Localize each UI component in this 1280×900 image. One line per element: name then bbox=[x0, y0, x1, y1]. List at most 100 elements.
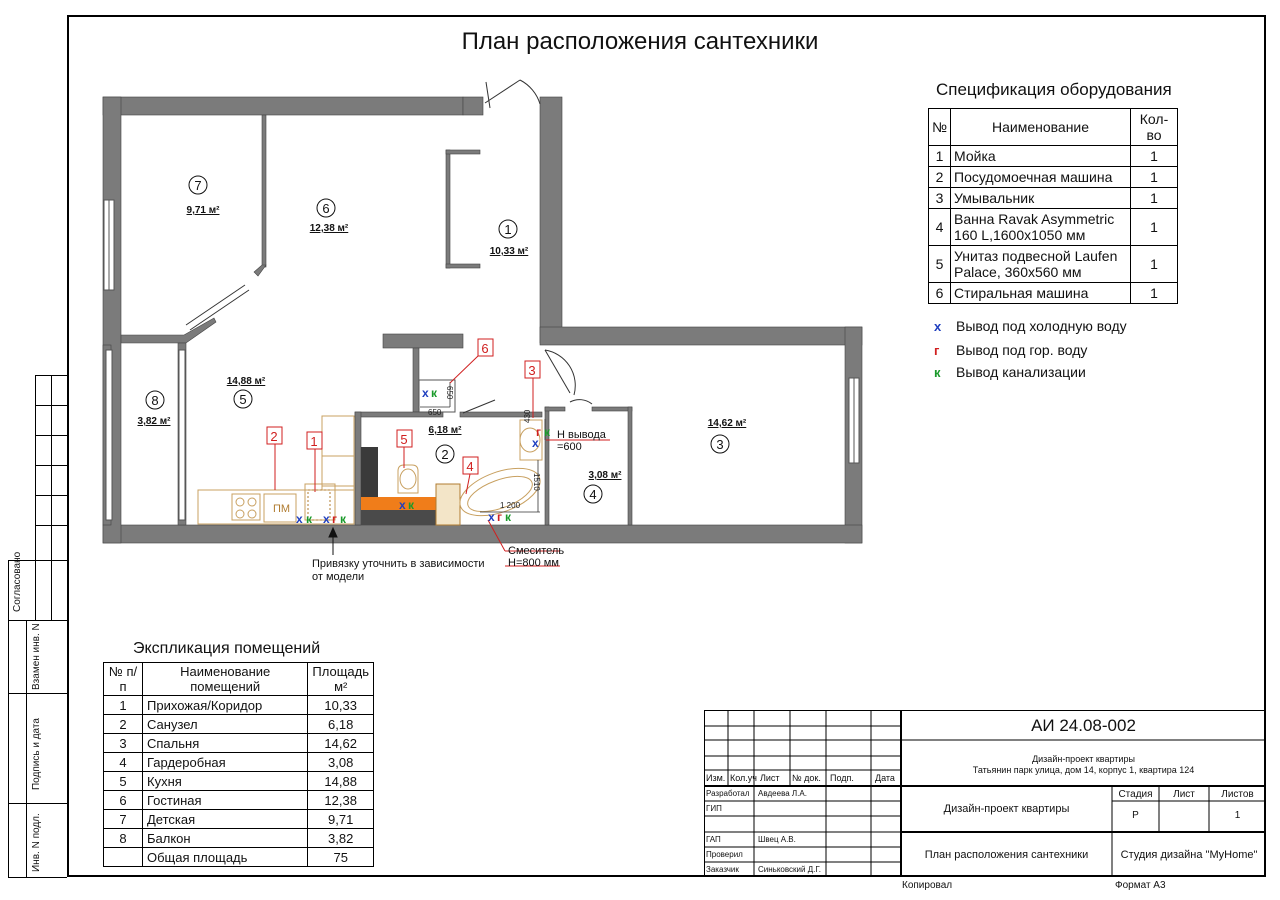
role-zakazchik: Заказчик bbox=[706, 865, 739, 874]
spec-row-name: Стиральная машина bbox=[950, 282, 1131, 304]
expl-row-n: 6 bbox=[103, 790, 143, 810]
binding-note-1: Привязку уточнить в зависимости bbox=[312, 558, 485, 570]
cold-water-symbol: x bbox=[934, 319, 942, 334]
room-7-number: 7 bbox=[194, 178, 201, 193]
kopiroval-label: Копировал bbox=[902, 880, 953, 891]
expl-row-area: 3,08 bbox=[307, 752, 374, 772]
stage-label: Стадия bbox=[1118, 789, 1153, 800]
marker-2: 2 bbox=[270, 429, 277, 444]
expl-row-area: 6,18 bbox=[307, 714, 374, 734]
room-6-number: 6 bbox=[322, 201, 329, 216]
dim-1510: 1510 bbox=[532, 473, 541, 491]
outlet-sewer-washer: к bbox=[431, 386, 438, 400]
spec-title: Спецификация оборудования bbox=[936, 80, 1172, 99]
outlet-sewer-sink: к bbox=[340, 512, 347, 526]
role-razrabotal: Разработал bbox=[706, 789, 750, 798]
sewer-symbol: к bbox=[934, 365, 941, 380]
name-razrabotal: Авдеева Л.А. bbox=[758, 789, 807, 798]
expl-total-area: 75 bbox=[307, 847, 374, 867]
walls bbox=[102, 96, 863, 544]
room-3-area: 14,62 м² bbox=[708, 418, 747, 429]
spec-row-n: 4 bbox=[927, 208, 952, 246]
expl-header-area: Площадь м² bbox=[307, 662, 374, 696]
col-podp: Подп. bbox=[830, 773, 854, 783]
outlet-cold-sink: x bbox=[323, 512, 330, 526]
room-4-number: 4 bbox=[589, 487, 596, 502]
expl-row-n: 4 bbox=[103, 752, 143, 772]
expl-row-name: Гостиная bbox=[141, 790, 309, 810]
dim-650-vertical: 650 bbox=[445, 386, 454, 400]
room-8-area: 3,82 м² bbox=[138, 416, 172, 427]
studio-name: Студия дизайна "MyHome" bbox=[1120, 849, 1258, 861]
spec-row-name: Мойка bbox=[950, 145, 1131, 167]
dim-650-horizontal: 650 bbox=[428, 408, 442, 417]
room-3-number: 3 bbox=[716, 437, 723, 452]
name-zakazchik: Синьковский Д.Г. bbox=[758, 865, 821, 874]
dim-430: 430 bbox=[523, 409, 532, 423]
room-2-area: 6,18 м² bbox=[429, 425, 463, 436]
windows bbox=[103, 199, 860, 521]
format-label: Формат А3 bbox=[1115, 880, 1166, 891]
expl-row-area: 12,38 bbox=[307, 790, 374, 810]
outlet-hot-sink: г bbox=[332, 512, 337, 526]
expl-row-name: Прихожая/Коридор bbox=[141, 695, 309, 715]
outlet-cold-basin: x bbox=[532, 436, 539, 450]
h-vyvoda-note-1: Н вывода bbox=[557, 429, 606, 441]
sheets-label: Листов bbox=[1221, 789, 1254, 800]
room-8-number: 8 bbox=[151, 393, 158, 408]
explication-title: Экспликация помещений bbox=[133, 640, 321, 657]
sheet-name: План расположения сантехники bbox=[924, 849, 1089, 861]
spec-row-n: 2 bbox=[927, 166, 952, 188]
outlet-cold-kitchen: x bbox=[296, 512, 303, 526]
room-7-area: 9,71 м² bbox=[187, 205, 221, 216]
stage-value: Р bbox=[1132, 810, 1139, 821]
title-block-grid bbox=[704, 710, 1266, 877]
spec-row-name: Посудомоечная машина bbox=[950, 166, 1131, 188]
room-5-number: 5 bbox=[239, 392, 246, 407]
marker-4: 4 bbox=[466, 459, 473, 474]
outlet-hot-bath: г bbox=[497, 510, 502, 524]
expl-row-n: 3 bbox=[103, 733, 143, 753]
expl-row-area: 14,62 bbox=[307, 733, 374, 753]
marker-1: 1 bbox=[310, 434, 317, 449]
sheet-label: Лист bbox=[1173, 789, 1195, 800]
binding-note-2: от модели bbox=[312, 571, 365, 583]
expl-row-name: Санузел bbox=[141, 714, 309, 734]
drawing-frame bbox=[67, 15, 1266, 877]
outlet-sewer-bath: к bbox=[505, 510, 512, 524]
bathroom-fixtures bbox=[361, 419, 543, 526]
spec-row-name: Ванна Ravak Asymmetric 160 L,1600x1050 м… bbox=[950, 208, 1131, 246]
col-doc-n: № док. bbox=[792, 773, 821, 783]
page-title: План расположения сантехники bbox=[461, 28, 819, 55]
spec-row-name: Унитаз подвесной Laufen Palace, 360x560 … bbox=[950, 245, 1131, 283]
h-vyvoda-note-2: =600 bbox=[557, 441, 582, 453]
project-title: Дизайн-проект квартиры bbox=[1032, 754, 1135, 764]
spec-header-name: Наименование bbox=[950, 108, 1131, 146]
spec-row-qty: 1 bbox=[1130, 145, 1178, 167]
explication-table: № п/п Наименование помещений Площадь м² … bbox=[103, 662, 374, 867]
room-1-number: 1 bbox=[504, 222, 511, 237]
doors bbox=[185, 79, 593, 414]
dimension-texts: 650 650 430 1510 1 200 bbox=[428, 386, 541, 510]
doc-code: АИ 24.08-002 bbox=[1031, 716, 1136, 735]
expl-row-area: 9,71 bbox=[307, 809, 374, 829]
project-address: Татьянин парк улица, дом 14, корпус 1, к… bbox=[972, 765, 1195, 775]
title-block: АИ 24.08-002 Дизайн-проект квартиры Тать… bbox=[704, 710, 1266, 877]
name-gap: Швец А.В. bbox=[758, 835, 796, 844]
pm-label: ПМ bbox=[273, 503, 290, 515]
spec-row-qty: 1 bbox=[1130, 208, 1178, 246]
